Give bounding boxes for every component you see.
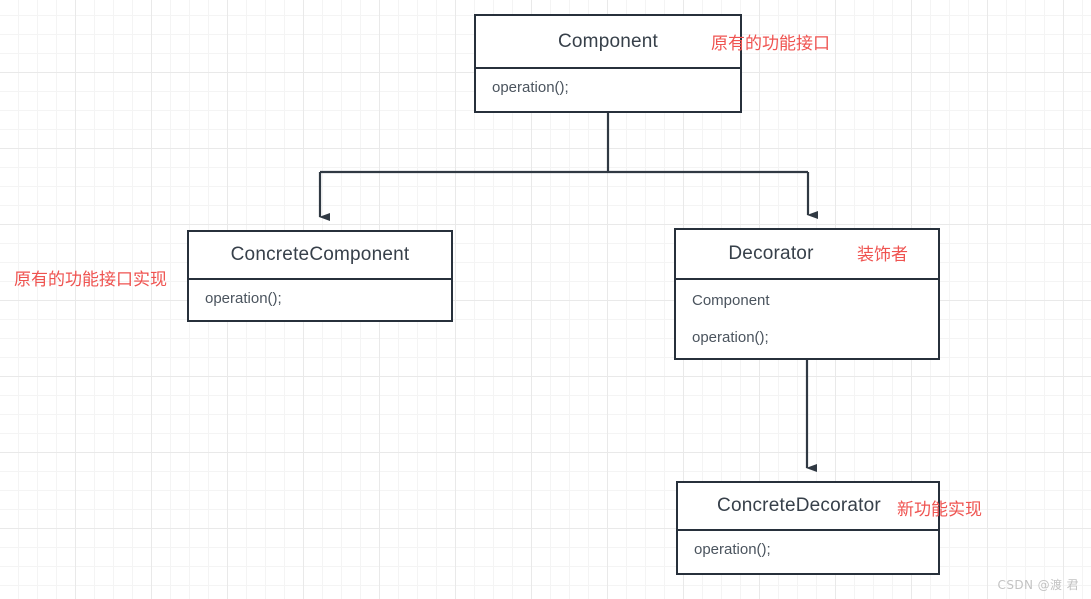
class-members-decorator: Component operation(); (676, 280, 938, 348)
class-members-concrete-decorator: operation(); (678, 531, 938, 560)
annotation-concrete-decorator: 新功能实现 (897, 500, 982, 520)
class-header-decorator: Decorator (676, 230, 938, 280)
class-member: operation(); (692, 328, 769, 346)
class-name-decorator: Decorator (728, 243, 814, 264)
class-member: operation(); (694, 541, 771, 558)
class-box-component[interactable]: Component operation(); (474, 14, 742, 113)
class-box-decorator[interactable]: Decorator Component operation(); (674, 228, 940, 360)
class-box-concrete-component[interactable]: ConcreteComponent operation(); (187, 230, 453, 322)
annotation-concrete-component: 原有的功能接口实现 (14, 270, 167, 290)
class-members-concrete-component: operation(); (189, 280, 451, 309)
class-name-component: Component (557, 30, 659, 52)
class-member: operation(); (205, 290, 282, 307)
class-members-component: operation(); (476, 69, 740, 98)
annotation-decorator: 装饰者 (857, 245, 908, 265)
class-name-concrete-component: ConcreteComponent (230, 244, 410, 265)
class-name-concrete-decorator: ConcreteDecorator (717, 495, 881, 516)
class-header-component: Component (476, 16, 740, 69)
watermark: CSDN @渡 君 (997, 578, 1079, 592)
class-member: operation(); (492, 79, 569, 96)
class-member: Component (692, 292, 770, 309)
class-box-concrete-decorator[interactable]: ConcreteDecorator operation(); (676, 481, 940, 575)
class-header-concrete-decorator: ConcreteDecorator (678, 483, 938, 531)
relation-component-to-children (318, 113, 818, 221)
class-header-concrete-component: ConcreteComponent (189, 232, 451, 280)
annotation-component: 原有的功能接口 (711, 34, 830, 54)
